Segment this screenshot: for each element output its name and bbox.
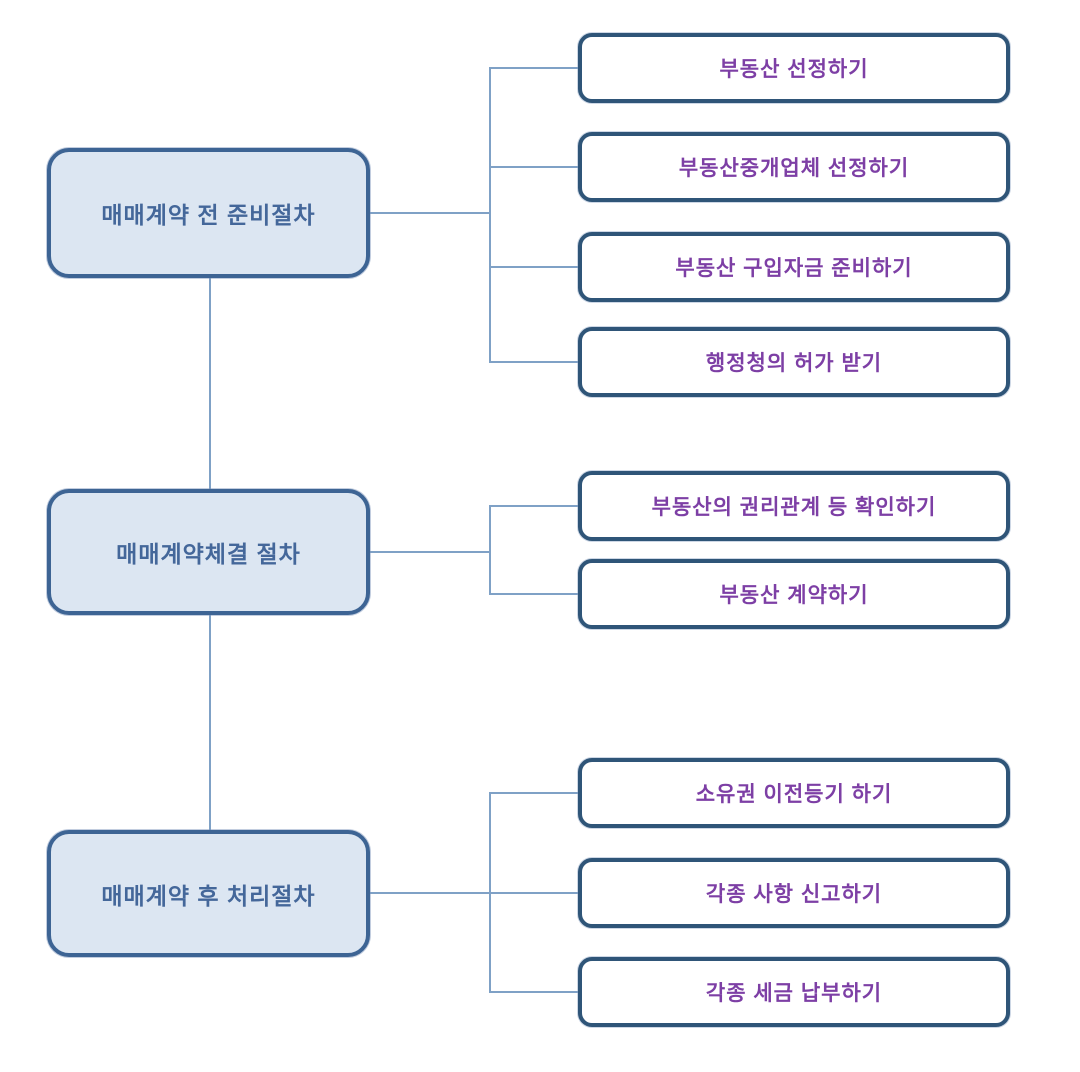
connector-line: [489, 991, 578, 993]
stage-label: 매매계약 전 준비절차: [101, 202, 316, 228]
step-box-get-permission: 행정청의 허가 받기: [578, 327, 1010, 397]
step-box-report-matters: 각종 사항 신고하기: [578, 858, 1010, 928]
step-label: 부동산중개업체 선정하기: [678, 157, 910, 180]
connector-line: [370, 212, 490, 214]
stage-box-post-contract: 매매계약 후 처리절차: [47, 830, 370, 957]
connector-line: [209, 278, 211, 489]
stage-box-pre-contract: 매매계약 전 준비절차: [47, 148, 370, 278]
step-box-check-rights: 부동산의 권리관계 등 확인하기: [578, 471, 1010, 541]
connector-line: [489, 166, 578, 168]
connector-line: [489, 361, 578, 363]
connector-line: [370, 892, 578, 894]
step-label: 부동산 선정하기: [719, 58, 869, 81]
step-label: 부동산 구입자금 준비하기: [675, 257, 913, 280]
step-label: 각종 세금 납부하기: [705, 982, 883, 1005]
connector-line: [489, 792, 578, 794]
connector-line: [489, 67, 578, 69]
step-label: 부동산 계약하기: [719, 584, 869, 607]
connector-line: [489, 505, 491, 595]
step-label: 각종 사항 신고하기: [705, 883, 883, 906]
step-box-prepare-funds: 부동산 구입자금 준비하기: [578, 232, 1010, 302]
step-box-select-property: 부동산 선정하기: [578, 33, 1010, 103]
step-box-select-agency: 부동산중개업체 선정하기: [578, 132, 1010, 202]
stage-box-contract-conclusion: 매매계약체결 절차: [47, 489, 370, 615]
connector-line: [370, 551, 490, 553]
step-box-make-contract: 부동산 계약하기: [578, 559, 1010, 629]
stage-label: 매매계약체결 절차: [116, 541, 301, 567]
step-label: 부동산의 권리관계 등 확인하기: [651, 496, 937, 519]
connector-line: [489, 505, 578, 507]
connector-line: [489, 593, 578, 595]
step-label: 행정청의 허가 받기: [705, 352, 883, 375]
step-box-pay-taxes: 각종 세금 납부하기: [578, 957, 1010, 1027]
step-label: 소유권 이전등기 하기: [695, 783, 893, 806]
connector-line: [489, 792, 491, 993]
connector-line: [209, 615, 211, 830]
connector-line: [489, 266, 578, 268]
stage-label: 매매계약 후 처리절차: [101, 882, 316, 909]
step-box-ownership-transfer: 소유권 이전등기 하기: [578, 758, 1010, 828]
connector-line: [489, 67, 491, 363]
